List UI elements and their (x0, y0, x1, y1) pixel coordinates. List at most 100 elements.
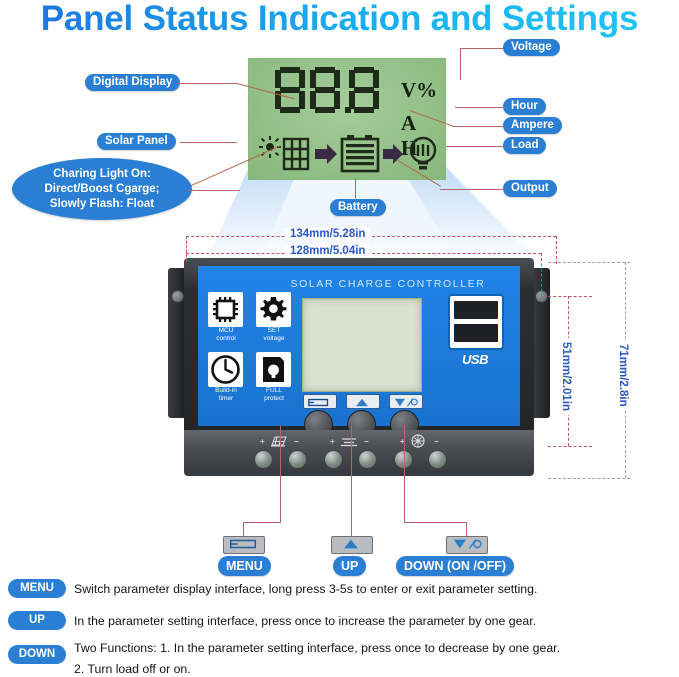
callout-solar-panel[interactable]: Solar Panel (97, 133, 176, 150)
leader-hour (455, 107, 505, 108)
usb-port-top[interactable] (454, 301, 498, 319)
feature-icon-mcu-control (208, 292, 243, 327)
usb-port-bottom[interactable] (454, 324, 498, 342)
terminal-sign-plus-1: + (260, 437, 265, 446)
dim-guide-top-inner (548, 296, 592, 297)
charging-light-line-1: Charing Light On: (53, 167, 151, 180)
callout-battery[interactable]: Battery (330, 199, 386, 216)
dim-guide-bottom-inner (548, 446, 592, 447)
callout-load[interactable]: Load (503, 137, 547, 154)
arrow-right-icon (383, 144, 403, 164)
solar-charge-controller-device: SOLAR CHARGE CONTROLLER MCU control (168, 258, 558, 480)
dim-line-width-outer (186, 236, 556, 237)
leader-down-v1 (404, 425, 405, 523)
seven-segment-digit (310, 67, 340, 113)
feature-label-full-protect: FULL protect (252, 387, 296, 402)
clock-icon (211, 355, 240, 384)
leader-voltage-h (460, 48, 504, 49)
leader-ampere (452, 126, 505, 127)
usb-ports[interactable] (448, 294, 504, 350)
terminal-battery-icon (341, 438, 357, 447)
callout-output[interactable]: Output (503, 180, 557, 197)
shield-lock-icon (263, 357, 284, 382)
arrow-right-icon (315, 144, 337, 164)
menu-icon (308, 398, 329, 407)
terminal-solar-panel-icon (271, 436, 287, 447)
feature-icon-set-voltage (256, 292, 291, 327)
feature-label-line2: voltage (263, 334, 285, 342)
legend-text-down-line2: 2. Turn load off or on. (74, 662, 191, 676)
dim-label-height-inner: 51mm/2.01in (560, 338, 572, 416)
terminal-sign-plus-2: + (330, 437, 335, 446)
legend-badge-up[interactable]: UP (8, 611, 66, 630)
callout-key-up (331, 536, 373, 554)
feature-label-line1: Build-in (215, 387, 237, 394)
leader-solar-panel (180, 142, 237, 143)
callout-key-down (446, 536, 488, 554)
callout-label-down[interactable]: DOWN (ON /OFF) (396, 556, 515, 576)
terminal-sign-minus-3: − (434, 437, 439, 446)
charging-light-line-2: Direct/Boost Cgarge; (44, 182, 160, 195)
feature-label-line1: FULL (266, 387, 282, 394)
callout-hour[interactable]: Hour (503, 98, 546, 115)
leader-digital-display (177, 83, 237, 84)
terminal-bulb-icon (411, 434, 425, 448)
leader-menu-v1 (280, 425, 281, 523)
callout-label-menu[interactable]: MENU (218, 556, 271, 576)
dim-tick-left-outer (186, 236, 187, 262)
lcd-unit-voltage-percent: V% (401, 78, 438, 102)
seven-segment-digit (345, 67, 379, 113)
leader-down-h (404, 522, 467, 523)
callout-ampere[interactable]: Ampere (503, 117, 562, 134)
leader-voltage-v (460, 48, 461, 80)
callout-charging-light[interactable]: Charing Light On: Direct/Boost Cgarge; S… (12, 158, 192, 220)
terminal-screw[interactable] (288, 450, 307, 469)
legend-badge-down[interactable]: DOWN (8, 645, 66, 664)
device-faceplate: SOLAR CHARGE CONTROLLER MCU control (198, 266, 520, 439)
terminal-screw[interactable] (394, 450, 413, 469)
menu-icon (229, 539, 257, 549)
terminal-screw[interactable] (428, 450, 447, 469)
legend-text-down-line1: Two Functions: 1. In the parameter setti… (74, 641, 561, 655)
solar-panel-icon (282, 137, 310, 171)
feature-label-line2: control (216, 334, 236, 342)
menu-button-icon-plate (303, 394, 337, 409)
callout-digital-display[interactable]: Digital Display (85, 74, 181, 91)
page-title: Panel Status Indication and Settings (0, 0, 679, 40)
up-button-icon-plate (346, 394, 380, 409)
feature-label-line2: timer (218, 394, 234, 402)
down-triangle-bulb-icon (453, 539, 482, 549)
callout-voltage[interactable]: Voltage (503, 39, 560, 56)
terminal-sign-minus-2: − (364, 437, 369, 446)
callout-label-up[interactable]: UP (333, 556, 367, 576)
chip-icon (213, 297, 238, 322)
dim-tick-right-outer (556, 236, 557, 264)
down-triangle-bulb-icon (394, 398, 418, 407)
legend-text-menu: Switch parameter display interface, long… (74, 582, 538, 596)
feature-label-set-voltage: SET voltage (252, 327, 296, 342)
bulb-icon (409, 136, 437, 170)
terminal-sign-plus-3: + (400, 437, 405, 446)
dim-guide-bottom-outer (548, 478, 630, 479)
up-triangle-icon (344, 539, 358, 549)
terminal-screw[interactable] (324, 450, 343, 469)
terminal-block: + − + − + − (184, 430, 534, 476)
dim-tick-right-inner (541, 253, 542, 297)
mounting-tab-left (168, 268, 186, 418)
dim-guide-top-outer (548, 262, 630, 263)
terminal-screw[interactable] (254, 450, 273, 469)
charging-light-line-3: Slowly Flash: Float (49, 197, 155, 210)
device-brand-text: SOLAR CHARGE CONTROLLER (290, 278, 486, 290)
device-lcd-screen (302, 298, 422, 392)
terminal-sign-minus-1: − (294, 437, 299, 446)
legend-text-up: In the parameter setting interface, pres… (74, 614, 537, 628)
leader-load (446, 146, 505, 147)
feature-label-buildin-timer: Build-in timer (204, 387, 248, 402)
seven-segment-digit (275, 67, 305, 113)
legend-badge-menu[interactable]: MENU (8, 579, 66, 598)
battery-icon (340, 135, 380, 173)
feature-label-line1: MCU (218, 327, 234, 334)
terminal-screw[interactable] (358, 450, 377, 469)
lcd-digits (275, 67, 384, 113)
